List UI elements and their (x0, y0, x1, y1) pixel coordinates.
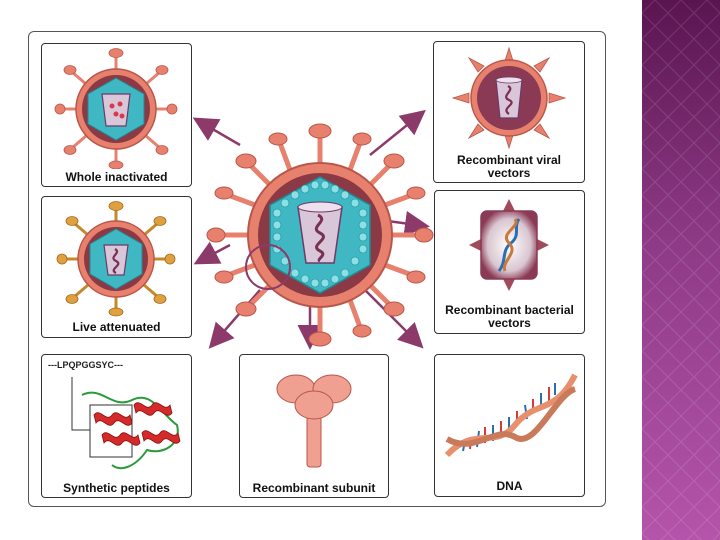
attenuated-virus-icon (56, 201, 176, 317)
virus-rna (314, 213, 325, 263)
diamond-pattern (642, 0, 720, 540)
peptide-sequence: ---LPQPGGSYC--- (48, 360, 123, 370)
viral-vector-icon (451, 46, 567, 150)
panel-recombinant-viral-vectors: Recombinant viral vectors (433, 41, 585, 183)
central-virus (200, 115, 440, 355)
peptide-structure-icon (71, 377, 181, 470)
label-recombinant-subunit: Recombinant subunit (252, 481, 376, 495)
label-whole-inactivated: Whole inactivated (65, 170, 168, 184)
panel-recombinant-bacterial-vectors: Recombinant bacterial vectors (434, 190, 585, 334)
label-dna: DNA (496, 479, 523, 493)
arrow-recombinant-viral (369, 109, 426, 156)
bacterial-vector-icon (469, 199, 549, 291)
panel-whole-inactivated: Whole inactivated (41, 43, 192, 187)
label-live-attenuated: Live attenuated (72, 320, 161, 334)
dna-helix-icon (444, 373, 578, 458)
panel-recombinant-subunit: Recombinant subunit (239, 354, 389, 498)
panel-live-attenuated: Live attenuated (41, 196, 192, 338)
label-synthetic-peptides: Synthetic peptides (63, 481, 170, 495)
label-recombinant-viral-vectors: Recombinant viral vectors (456, 153, 562, 180)
arrow-whole-inactivated (192, 117, 241, 147)
inactivated-virus-icon (54, 48, 178, 169)
virus-spikes (206, 123, 434, 347)
arrow-synthetic-peptides (208, 289, 261, 349)
subunit-protein-icon (276, 374, 352, 468)
panel-dna: DNA (434, 354, 585, 497)
arrow-live-attenuated (193, 241, 231, 265)
panel-synthetic-peptides: ---LPQPGGSYC--- Synthetic peptides (41, 354, 192, 498)
decorative-sidebar (642, 0, 720, 540)
subunit-highlight-circle (245, 244, 291, 290)
label-recombinant-bacterial-vectors: Recombinant bacterial vectors (445, 303, 574, 330)
